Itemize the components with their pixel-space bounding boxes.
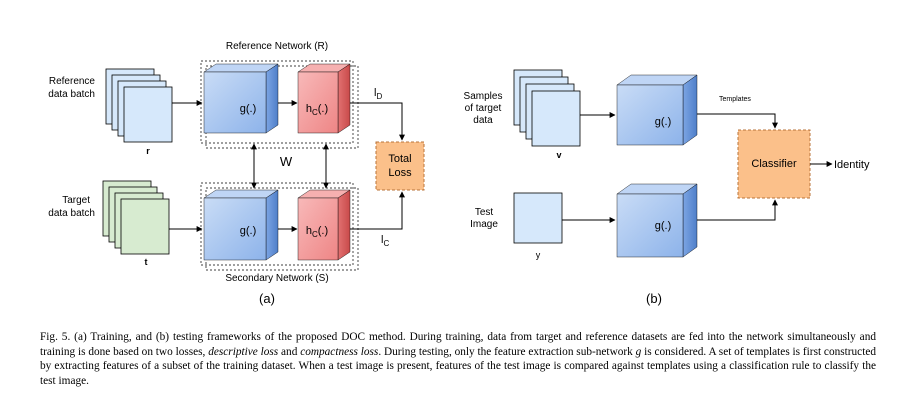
ref-g-label: g(.) bbox=[240, 103, 257, 115]
identity-label: Identity bbox=[834, 159, 870, 171]
test-label-1: Test bbox=[475, 207, 494, 218]
target-batch-label-1: Target bbox=[62, 195, 90, 206]
reference-batch-label-2: data batch bbox=[48, 89, 95, 100]
target-input-symbol: t bbox=[145, 257, 148, 267]
caption-descriptive-loss: descriptive loss bbox=[208, 345, 279, 358]
sec-hc-label: hC(.) bbox=[306, 225, 328, 239]
loss-d-label: lD bbox=[374, 87, 382, 101]
test-g-block-lower bbox=[616, 183, 698, 258]
caption-compactness-loss: compactness loss bbox=[300, 345, 379, 358]
arrow-ld-to-total bbox=[350, 102, 405, 141]
panel-a: Reference data batch r Target data batch… bbox=[48, 41, 425, 306]
samples-stack bbox=[513, 69, 581, 147]
target-batch-label-2: data batch bbox=[48, 208, 95, 219]
lower-g-label: g(.) bbox=[655, 220, 672, 232]
samples-symbol: v bbox=[556, 150, 561, 160]
arrow-templates-to-classifier bbox=[697, 113, 778, 129]
total-loss-label-2: Loss bbox=[388, 167, 412, 179]
ref-input-symbol: r bbox=[146, 146, 150, 156]
sec-g-block bbox=[203, 189, 279, 261]
templates-label: Templates bbox=[719, 96, 751, 103]
test-symbol: y bbox=[536, 250, 541, 260]
loss-c-label: lC bbox=[381, 234, 389, 248]
caption-and: and bbox=[278, 345, 301, 358]
caption-g-symbol: g bbox=[635, 345, 642, 358]
figure-caption: Fig. 5. (a) Training, and (b) testing fr… bbox=[40, 330, 876, 388]
secondary-network-title: Secondary Network (S) bbox=[225, 273, 328, 284]
sec-g-label: g(.) bbox=[240, 225, 257, 237]
samples-label-3: data bbox=[473, 115, 493, 126]
reference-batch-label-1: Reference bbox=[49, 76, 96, 87]
samples-label-1: Samples bbox=[464, 91, 503, 102]
caption-part-2: . During testing, only the feature extra… bbox=[378, 345, 636, 358]
test-image-box bbox=[513, 192, 563, 244]
total-loss-label-1: Total bbox=[388, 153, 411, 165]
panel-b: Samples of target data v Test Image y g(… bbox=[464, 69, 870, 306]
test-g-block-upper bbox=[616, 74, 698, 146]
panel-b-label: (b) bbox=[646, 291, 662, 306]
reference-network-boundary bbox=[200, 60, 359, 149]
test-label-2: Image bbox=[470, 219, 498, 230]
ref-hc-block bbox=[297, 63, 351, 134]
panel-a-label: (a) bbox=[259, 291, 275, 306]
target-batch-stack bbox=[102, 180, 170, 255]
classifier-label: Classifier bbox=[751, 158, 797, 170]
ref-hc-label: hC(.) bbox=[306, 103, 328, 117]
reference-batch-stack bbox=[105, 68, 173, 143]
sec-hc-block bbox=[297, 189, 351, 261]
total-loss-box bbox=[375, 141, 425, 191]
shared-weights-label: W bbox=[280, 154, 293, 169]
upper-g-label: g(.) bbox=[655, 116, 672, 128]
caption-part-3: is considered. A set of templates is fir… bbox=[40, 345, 877, 387]
samples-label-2: of target bbox=[465, 103, 502, 114]
ref-g-block bbox=[203, 63, 279, 134]
doc-method-diagram: Reference data batch r Target data batch… bbox=[48, 41, 870, 306]
arrow-test-features-to-classifier bbox=[697, 199, 778, 221]
arrow-lc-to-total bbox=[350, 191, 405, 230]
caption-part-1: Fig. 5. (a) Training, and (b) testing fr… bbox=[40, 331, 876, 358]
classifier-box bbox=[737, 129, 811, 199]
reference-network-title: Reference Network (R) bbox=[226, 41, 328, 52]
